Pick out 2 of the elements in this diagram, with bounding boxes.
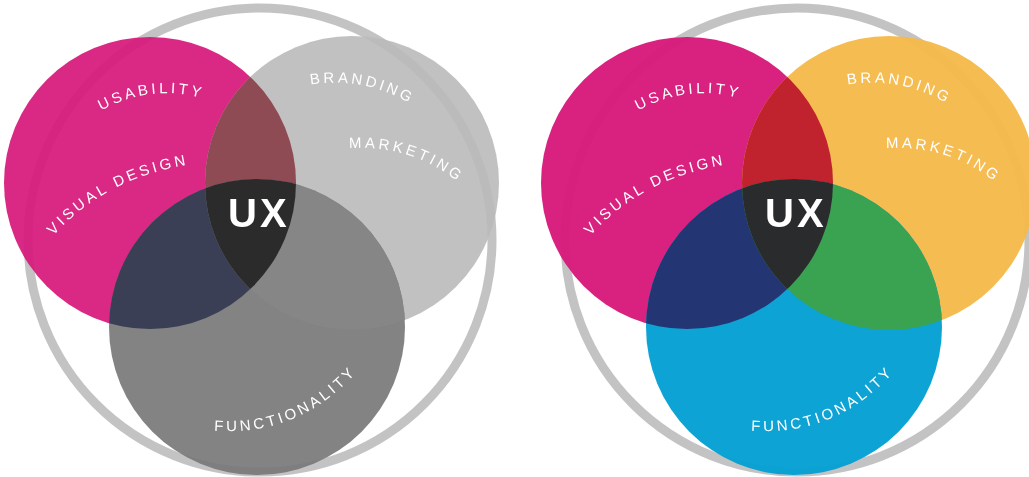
center-label: UX — [765, 193, 827, 233]
center-label: UX — [228, 193, 290, 233]
